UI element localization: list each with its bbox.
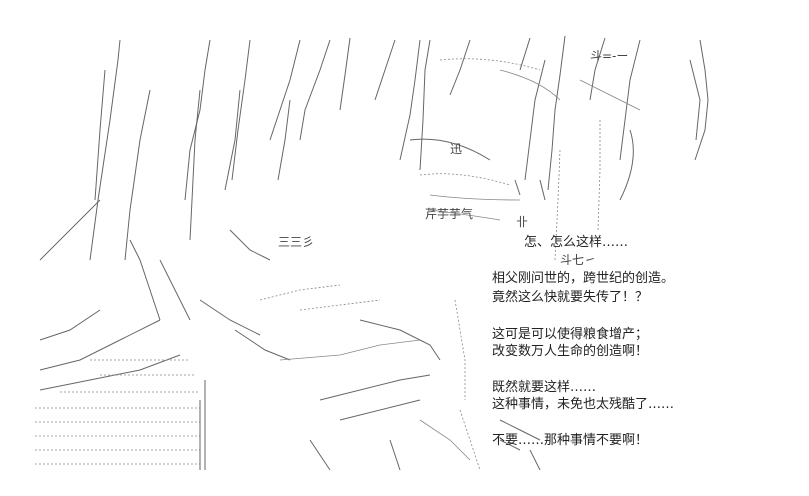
arm-lines <box>39 199 381 391</box>
hand-lines <box>279 299 541 471</box>
face-region <box>409 120 634 261</box>
art-glyph-5: 卝 <box>516 215 528 229</box>
art-glyph-6: 迅 <box>450 142 462 156</box>
dialogue-line-8: 不要……那种事情不要啊！ <box>492 433 649 448</box>
hair-strands-left <box>89 37 431 261</box>
dialogue-line-6: 既然就要这样…… <box>492 380 597 395</box>
dialogue-line-1: 怎、怎么这样…… <box>524 235 629 250</box>
dialogue-line-3: 竟然这么快就要失传了！？ <box>492 290 649 305</box>
art-glyph-3: 三三彡 <box>278 235 314 249</box>
hair-strands-right <box>439 35 709 191</box>
art-glyph-1: 斗=-ー <box>590 49 628 63</box>
dialogue-line-7: 这种事情，未免也太残酷了…… <box>492 397 675 412</box>
dialogue-line-5: 改变数万人生命的创造啊！ <box>492 344 649 359</box>
art-glyph-2: 芹芋芋气 <box>425 206 473 221</box>
sleeve-hatching <box>35 359 206 470</box>
dialogue-line-2: 相父刚问世的，跨世纪的创造。 <box>492 271 675 286</box>
dialogue-line-4: 这可是可以使得粮食增产； <box>492 327 649 342</box>
art-glyph-4: 斗七㇀ <box>560 253 596 267</box>
